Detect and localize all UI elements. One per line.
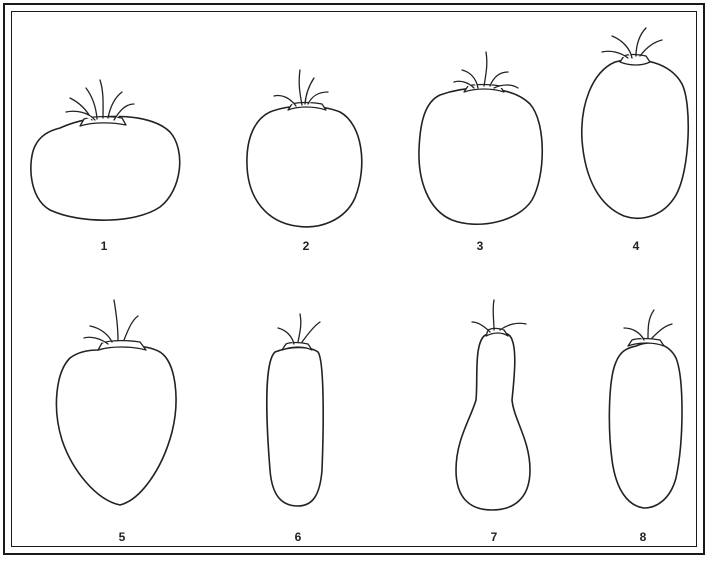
fruit-shape-4 — [582, 28, 688, 218]
shape-label-7: 7 — [479, 530, 509, 544]
fruit-shape-5 — [56, 300, 176, 505]
shape-label-8: 8 — [628, 530, 658, 544]
fruit-shape-8 — [609, 310, 682, 508]
shape-label-3: 3 — [465, 239, 495, 253]
shape-label-2: 2 — [291, 239, 321, 253]
shape-label-5: 5 — [107, 530, 137, 544]
fruit-shape-6 — [267, 314, 323, 506]
fruit-shape-2 — [247, 70, 362, 227]
fruit-shape-1 — [31, 80, 180, 220]
shape-label-4: 4 — [621, 239, 651, 253]
fruit-shape-7 — [456, 300, 530, 510]
shape-label-1: 1 — [89, 239, 119, 253]
fruit-shape-3 — [419, 52, 542, 224]
shape-label-6: 6 — [283, 530, 313, 544]
